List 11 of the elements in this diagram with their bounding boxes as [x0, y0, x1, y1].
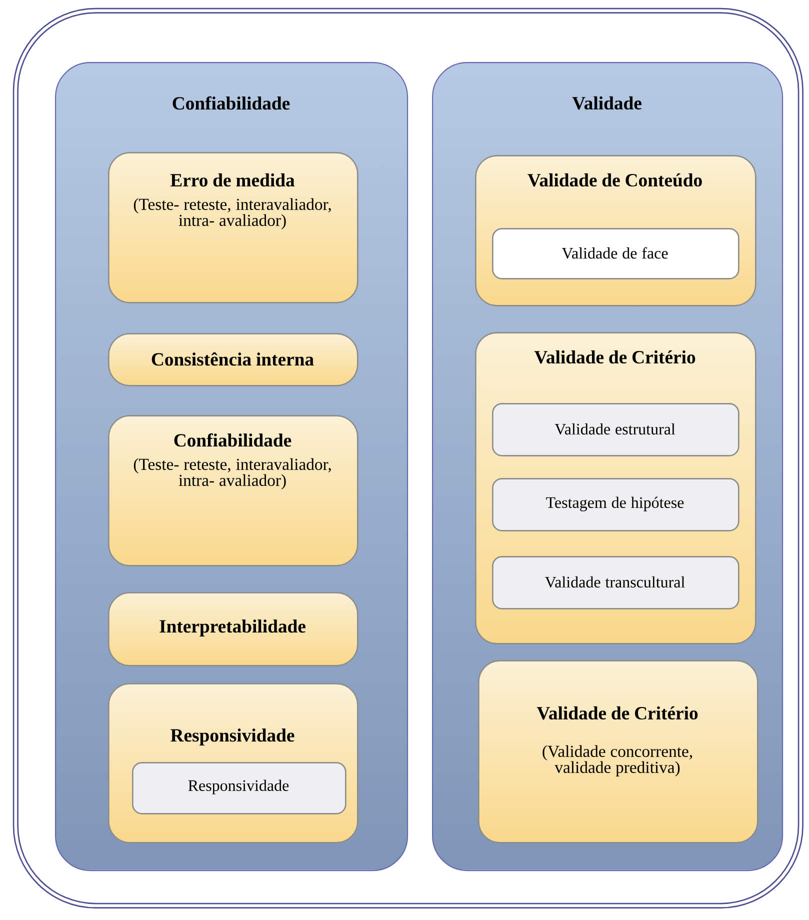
category-box: Erro de medida (Teste- reteste, interavaliador, intra- avaliador) — [108, 152, 358, 304]
category-box: Confiabilidade (Teste- reteste, interavaliador, intra- avaliador) — [108, 415, 358, 566]
item-box: Validade estrutural — [492, 403, 740, 456]
item-box: Validade transcultural — [492, 556, 740, 610]
category-box: Consistência interna — [108, 333, 358, 386]
category-box: Validade de Critério (Validade concorrente, validade preditiva) — [478, 660, 758, 844]
item-box: Responsividade — [132, 762, 346, 814]
category-box: Interpretabilidade — [108, 592, 358, 666]
item-box: Validade de face — [492, 228, 740, 280]
item-box: Testagem de hipótese — [492, 478, 740, 532]
frame — [12, 8, 804, 908]
